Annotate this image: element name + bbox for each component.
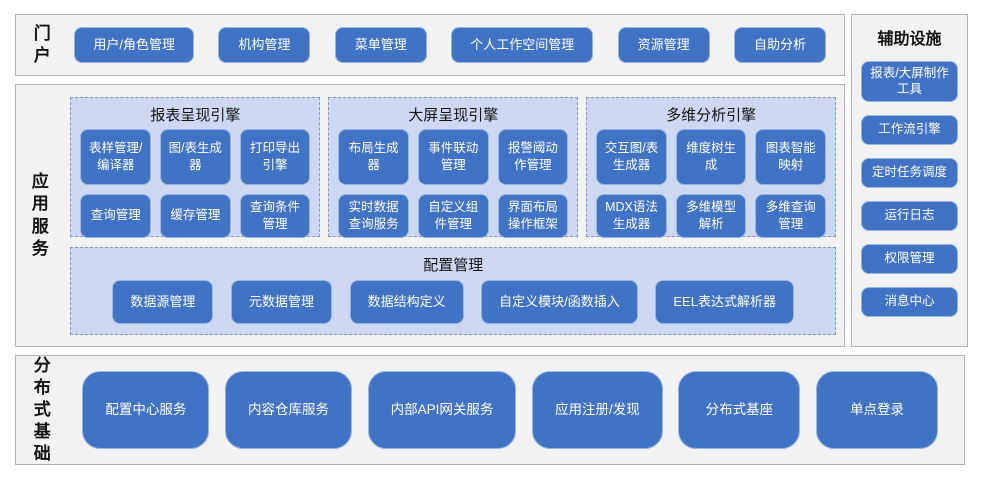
report-rendering-engine-title: 报表呈现引擎	[150, 106, 241, 124]
multidim-analysis-engine-grid: 交互图/表生成器 维度树生成 图表智能映射 MDX语法生成器 多维模型解析 多维…	[596, 128, 827, 238]
layout-generator-button[interactable]: 布局生成器	[338, 128, 409, 185]
cache-management-button[interactable]: 缓存管理	[160, 193, 231, 238]
app-services-content: 报表呈现引擎 表样管理/编译器 图/表生成器 打印导出引擎 查询管理 缓存管理 …	[70, 95, 837, 336]
query-management-button[interactable]: 查询管理	[80, 193, 152, 238]
portal-item-self-service-analysis[interactable]: 自助分析	[733, 27, 826, 63]
auxiliary-facilities-section: 辅助设施 报表/大屏制作工具 工作流引擎 定时任务调度 运行日志 权限管理 消息…	[851, 14, 968, 347]
distributed-base-section: 分布式基础 配置中心服务 内容仓库服务 内部API网关服务 应用注册/发现 分布…	[15, 355, 965, 465]
chart-smart-mapping-button[interactable]: 图表智能映射	[755, 128, 827, 185]
report-rendering-engine-panel: 报表呈现引擎 表样管理/编译器 图/表生成器 打印导出引擎 查询管理 缓存管理 …	[70, 96, 321, 238]
report-screen-authoring-tool-button[interactable]: 报表/大屏制作工具	[861, 61, 958, 102]
single-sign-on-button[interactable]: 单点登录	[815, 371, 938, 449]
portal-item-menu-management[interactable]: 菜单管理	[334, 27, 427, 63]
multidim-analysis-engine-title: 多维分析引擎	[666, 106, 757, 124]
multidim-model-parsing-button[interactable]: 多维模型解析	[675, 193, 747, 238]
interactive-chart-generator-button[interactable]: 交互图/表生成器	[596, 128, 667, 185]
distributed-base-section-label: 分布式基础	[33, 355, 51, 464]
portal-item-user-role-management[interactable]: 用户/角色管理	[74, 27, 195, 63]
portal-item-personal-workspace-management[interactable]: 个人工作空间管理	[451, 27, 594, 63]
message-center-button[interactable]: 消息中心	[861, 286, 958, 317]
report-style-manager-compiler-button[interactable]: 表样管理/编译器	[80, 128, 152, 185]
report-rendering-engine-grid: 表样管理/编译器 图/表生成器 打印导出引擎 查询管理 缓存管理 查询条件管理	[80, 128, 311, 238]
permission-management-button[interactable]: 权限管理	[861, 243, 958, 274]
auxiliary-facilities-title: 辅助设施	[877, 31, 942, 48]
realtime-data-query-service-button[interactable]: 实时数据查询服务	[338, 193, 409, 238]
config-management-title: 配置管理	[423, 256, 484, 274]
alarm-threshold-action-management-button[interactable]: 报警阈动作管理	[497, 128, 569, 185]
config-center-service-button[interactable]: 配置中心服务	[82, 371, 210, 449]
data-structure-definition-button[interactable]: 数据结构定义	[349, 280, 464, 324]
config-management-panel: 配置管理 数据源管理 元数据管理 数据结构定义 自定义模块/函数插入 EEL表达…	[70, 246, 836, 335]
workflow-engine-button[interactable]: 工作流引擎	[861, 114, 958, 145]
ui-layout-operation-framework-button[interactable]: 界面布局操作框架	[497, 193, 569, 238]
portal-section: 门户 用户/角色管理 机构管理 菜单管理 个人工作空间管理 资源管理 自助分析	[15, 14, 845, 76]
custom-component-management-button[interactable]: 自定义组件管理	[417, 193, 489, 238]
multidim-query-management-button[interactable]: 多维查询管理	[755, 193, 827, 238]
distributed-base-row: 配置中心服务 内容仓库服务 内部API网关服务 应用注册/发现 分布式基座 单点…	[82, 371, 938, 449]
datasource-management-button[interactable]: 数据源管理	[112, 280, 214, 324]
auxiliary-facilities-column: 报表/大屏制作工具 工作流引擎 定时任务调度 运行日志 权限管理 消息中心	[861, 61, 958, 317]
app-register-discovery-button[interactable]: 应用注册/发现	[531, 371, 663, 449]
portal-item-resource-management[interactable]: 资源管理	[617, 27, 710, 63]
app-services-section-label: 应用服务	[31, 172, 49, 258]
metadata-management-button[interactable]: 元数据管理	[230, 280, 332, 324]
run-log-button[interactable]: 运行日志	[861, 200, 958, 231]
app-services-section: 应用服务 报表呈现引擎 表样管理/编译器 图/表生成器 打印导出引擎 查询管理 …	[15, 84, 845, 347]
internal-api-gateway-service-button[interactable]: 内部API网关服务	[367, 371, 517, 449]
bigscreen-rendering-engine-grid: 布局生成器 事件联动管理 报警阈动作管理 实时数据查询服务 自定义组件管理 界面…	[338, 128, 569, 238]
event-linkage-management-button[interactable]: 事件联动管理	[417, 128, 489, 185]
custom-module-function-insert-button[interactable]: 自定义模块/函数插入	[481, 280, 638, 324]
query-condition-management-button[interactable]: 查询条件管理	[239, 193, 311, 238]
mdx-syntax-generator-button[interactable]: MDX语法生成器	[596, 193, 667, 238]
portal-button-row: 用户/角色管理 机构管理 菜单管理 个人工作空间管理 资源管理 自助分析	[74, 27, 826, 63]
portal-section-label: 门户	[33, 23, 51, 65]
bigscreen-rendering-engine-title: 大屏呈现引擎	[408, 106, 499, 124]
scheduled-task-scheduler-button[interactable]: 定时任务调度	[861, 157, 958, 188]
content-repo-service-button[interactable]: 内容仓库服务	[225, 371, 352, 449]
dimension-tree-generation-button[interactable]: 维度树生成	[675, 128, 747, 185]
portal-item-org-management[interactable]: 机构管理	[218, 27, 311, 63]
distributed-base-button[interactable]: 分布式基座	[678, 371, 801, 449]
bigscreen-rendering-engine-panel: 大屏呈现引擎 布局生成器 事件联动管理 报警阈动作管理 实时数据查询服务 自定义…	[328, 96, 579, 238]
eel-expression-parser-button[interactable]: EEL表达式解析器	[655, 280, 794, 324]
multidim-analysis-engine-panel: 多维分析引擎 交互图/表生成器 维度树生成 图表智能映射 MDX语法生成器 多维…	[586, 96, 837, 238]
engines-row: 报表呈现引擎 表样管理/编译器 图/表生成器 打印导出引擎 查询管理 缓存管理 …	[70, 96, 837, 238]
config-management-row: 数据源管理 元数据管理 数据结构定义 自定义模块/函数插入 EEL表达式解析器	[80, 279, 826, 326]
print-export-engine-button[interactable]: 打印导出引擎	[239, 128, 311, 185]
chart-table-generator-button[interactable]: 图/表生成器	[160, 128, 231, 185]
